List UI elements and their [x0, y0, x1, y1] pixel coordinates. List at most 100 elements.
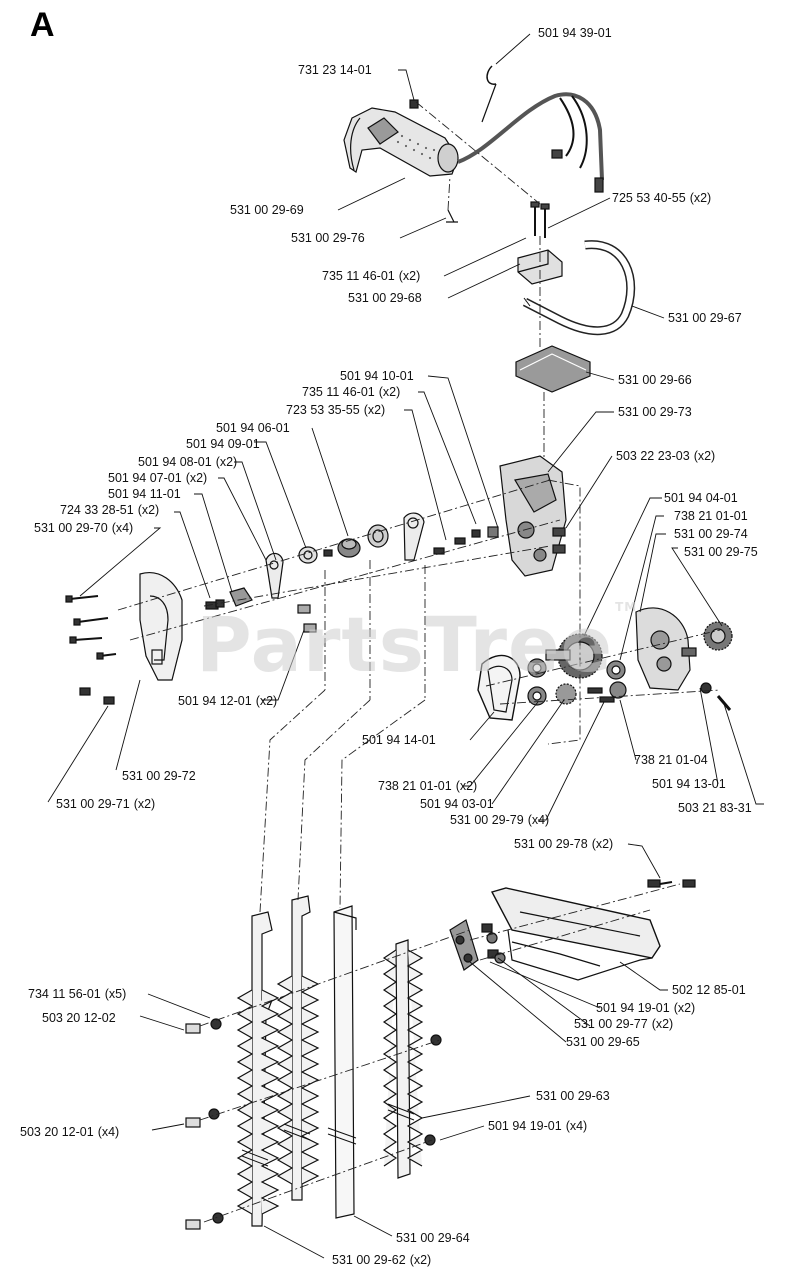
part-qty: (x2)	[378, 385, 401, 399]
part-number: 503 20 12-02	[42, 1011, 116, 1025]
cutter-blade-right	[382, 939, 424, 1179]
part-number: 501 94 19-01	[596, 1001, 670, 1015]
part-qty: (x2)	[673, 1001, 696, 1015]
part-qty: (x2)	[215, 455, 238, 469]
part-label[interactable]: 531 00 29-71(x2)	[56, 797, 155, 811]
part-qty: (x2)	[693, 449, 716, 463]
part-label[interactable]: 503 20 12-02	[42, 1011, 116, 1025]
part-label[interactable]: 531 00 29-64	[396, 1231, 470, 1245]
part-number: 531 00 29-78	[514, 837, 588, 851]
part-label[interactable]: 731 23 14-01	[298, 63, 372, 77]
part-number: 734 11 56-01	[28, 987, 101, 1001]
part-number: 738 21 01-04	[634, 753, 708, 767]
part-label[interactable]: 501 94 13-01	[652, 777, 726, 791]
part-qty: (x4)	[97, 1125, 120, 1139]
part-label[interactable]: 501 94 09-01	[186, 437, 260, 451]
part-number: 501 94 11-01	[108, 487, 181, 501]
part-number: 501 94 07-01	[108, 471, 182, 485]
part-number: 501 94 12-01	[178, 694, 252, 708]
part-label[interactable]: 531 00 29-69	[230, 203, 304, 217]
part-label[interactable]: 501 94 06-01	[216, 421, 290, 435]
part-number: 501 94 06-01	[216, 421, 290, 435]
part-number: 738 21 01-01	[674, 509, 748, 523]
part-number: 503 20 12-01	[20, 1125, 94, 1139]
part-label[interactable]: 531 00 29-67	[668, 311, 742, 325]
part-label[interactable]: 738 21 01-01(x2)	[378, 779, 477, 793]
part-number: 731 23 14-01	[298, 63, 372, 77]
cable-tie	[481, 65, 497, 123]
part-number: 531 00 29-72	[122, 769, 196, 783]
part-label[interactable]: 531 00 29-68	[348, 291, 422, 305]
part-number: 531 00 29-74	[674, 527, 748, 541]
part-number: 503 21 83-31	[678, 801, 752, 815]
bushing	[367, 524, 389, 548]
part-qty: (x2)	[137, 503, 160, 517]
part-label[interactable]: 531 00 29-77(x2)	[574, 1017, 673, 1031]
part-label[interactable]: 501 94 07-01(x2)	[108, 471, 207, 485]
part-label[interactable]: 501 94 14-01	[362, 733, 436, 747]
part-number: 531 00 29-77	[574, 1017, 648, 1031]
part-label[interactable]: 738 21 01-01	[674, 509, 748, 523]
part-label[interactable]: 531 00 29-78(x2)	[514, 837, 613, 851]
part-label[interactable]: 531 00 29-70(x4)	[34, 521, 133, 535]
part-number: 501 94 08-01	[138, 455, 212, 469]
part-qty: (x4)	[565, 1119, 588, 1133]
part-number: 503 22 23-03	[616, 449, 690, 463]
part-number: 531 00 29-65	[566, 1035, 640, 1049]
part-label[interactable]: 501 94 11-01	[108, 487, 181, 501]
part-label[interactable]: 531 00 29-66	[618, 373, 692, 387]
leader-lines	[47, 33, 764, 1259]
part-number: 531 00 29-68	[348, 291, 422, 305]
spacer-ring	[298, 546, 318, 564]
part-label[interactable]: 734 11 56-01(x5)	[28, 987, 126, 1001]
part-qty: (x2)	[398, 269, 421, 283]
part-label[interactable]: 501 94 04-01	[664, 491, 738, 505]
part-label[interactable]: 501 94 39-01	[538, 26, 612, 40]
part-number: 531 00 29-64	[396, 1231, 470, 1245]
part-label[interactable]: 503 21 83-31	[678, 801, 752, 815]
part-label[interactable]: 531 00 29-62(x2)	[332, 1253, 431, 1267]
part-label[interactable]: 531 00 29-72	[122, 769, 196, 783]
part-label[interactable]: 531 00 29-79(x4)	[450, 813, 549, 827]
part-label[interactable]: 725 53 40-55(x2)	[612, 191, 711, 205]
cutter-blade-left	[236, 911, 280, 1227]
part-label[interactable]: 531 00 29-74	[674, 527, 748, 541]
part-label[interactable]: 501 94 19-01(x2)	[596, 1001, 695, 1015]
bracket-bolts	[530, 201, 550, 238]
part-label[interactable]: 503 22 23-03(x2)	[616, 449, 715, 463]
part-label[interactable]: 501 94 12-01(x2)	[178, 694, 277, 708]
part-number: 501 94 10-01	[340, 369, 414, 383]
part-qty: (x4)	[111, 521, 134, 535]
part-label[interactable]: 531 00 29-73	[618, 405, 692, 419]
blade-break-marks	[241, 1103, 415, 1167]
part-label[interactable]: 735 11 46-01(x2)	[322, 269, 420, 283]
link-arm	[265, 552, 284, 599]
part-number: 725 53 40-55	[612, 191, 686, 205]
part-label[interactable]: 531 00 29-65	[566, 1035, 640, 1049]
part-label[interactable]: 503 20 12-01(x4)	[20, 1125, 119, 1139]
part-qty: (x2)	[591, 837, 614, 851]
part-number: 531 00 29-71	[56, 797, 130, 811]
gear-housing	[499, 455, 567, 577]
part-label[interactable]: 531 00 29-75	[684, 545, 758, 559]
part-label[interactable]: 723 53 35-55(x2)	[286, 403, 385, 417]
part-qty: (x2)	[689, 191, 712, 205]
part-label[interactable]: 501 94 08-01(x2)	[138, 455, 237, 469]
part-label[interactable]: 501 94 19-01(x4)	[488, 1119, 587, 1133]
part-number: 724 33 28-51	[60, 503, 134, 517]
part-label[interactable]: 531 00 29-63	[536, 1089, 610, 1103]
part-label[interactable]: 724 33 28-51(x2)	[60, 503, 159, 517]
part-label[interactable]: 735 11 46-01(x2)	[302, 385, 400, 399]
part-label[interactable]: 501 94 03-01	[420, 797, 494, 811]
part-qty: (x2)	[651, 1017, 674, 1031]
part-label[interactable]: 738 21 01-04	[634, 753, 708, 767]
handle-nut	[409, 99, 419, 109]
part-number: 531 00 29-63	[536, 1089, 610, 1103]
part-label[interactable]: 531 00 29-76	[291, 231, 365, 245]
part-label[interactable]: 501 94 10-01	[340, 369, 414, 383]
part-label[interactable]: 502 12 85-01	[672, 983, 746, 997]
left-cover	[139, 572, 183, 681]
part-number: 531 00 29-76	[291, 231, 365, 245]
clutch-drum	[703, 621, 733, 651]
